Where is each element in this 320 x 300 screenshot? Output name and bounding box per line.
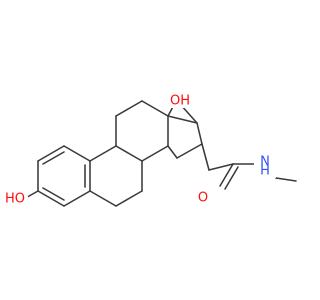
bond xyxy=(167,145,178,159)
hydroxyl-17-label: OH xyxy=(170,92,192,109)
double-bond-inner xyxy=(224,166,239,190)
bond xyxy=(115,190,143,207)
bond xyxy=(201,143,210,171)
svg-text:OH: OH xyxy=(170,94,190,109)
bond xyxy=(208,163,234,171)
bond xyxy=(89,190,117,207)
double-bond-inner xyxy=(42,151,65,165)
bond xyxy=(63,190,91,207)
svg-text:H: H xyxy=(260,164,270,179)
bond-layer xyxy=(21,100,297,207)
amide-nitrogen-label: N H xyxy=(254,150,276,179)
bond xyxy=(275,177,297,182)
svg-text:O: O xyxy=(198,191,208,206)
double-bond-inner xyxy=(42,187,65,201)
bond xyxy=(89,145,117,162)
bond xyxy=(63,145,91,162)
bond xyxy=(115,100,143,117)
hydroxyl-3-label: HO xyxy=(5,189,28,207)
label-layer: OH HO O N H xyxy=(5,92,276,207)
bond xyxy=(37,190,65,207)
svg-text:N: N xyxy=(260,155,270,170)
bond xyxy=(141,145,169,162)
bond xyxy=(37,145,65,162)
molecule-structure: OH HO O N H xyxy=(5,92,297,207)
bond xyxy=(115,145,143,162)
carbonyl-oxygen-label: O xyxy=(195,189,211,206)
bond xyxy=(167,115,198,124)
bond xyxy=(141,100,169,117)
bond xyxy=(176,143,203,159)
svg-text:HO: HO xyxy=(5,192,25,207)
bond xyxy=(196,122,203,145)
bond xyxy=(219,163,234,187)
